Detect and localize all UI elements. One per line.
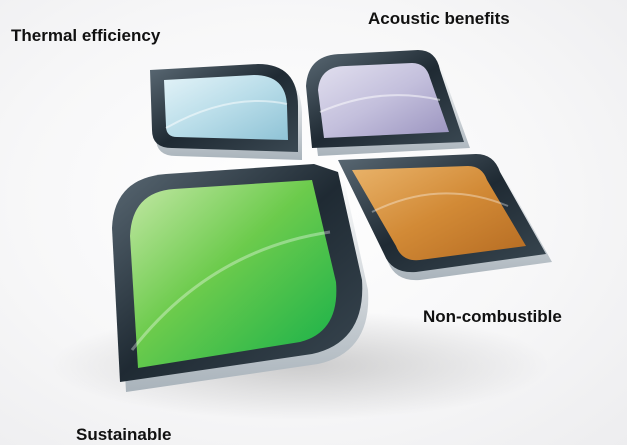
sustainable-label: Sustainable	[76, 425, 172, 444]
non-combustible-label: Non-combustible	[423, 307, 562, 326]
sustainable-leaf	[112, 164, 369, 392]
thermal-efficiency-label: Thermal efficiency	[11, 26, 161, 45]
acoustic-benefits-label: Acoustic benefits	[368, 9, 510, 28]
thermal-leaf	[150, 64, 302, 160]
acoustic-leaf	[306, 50, 470, 156]
noncombustible-leaf	[338, 154, 552, 281]
